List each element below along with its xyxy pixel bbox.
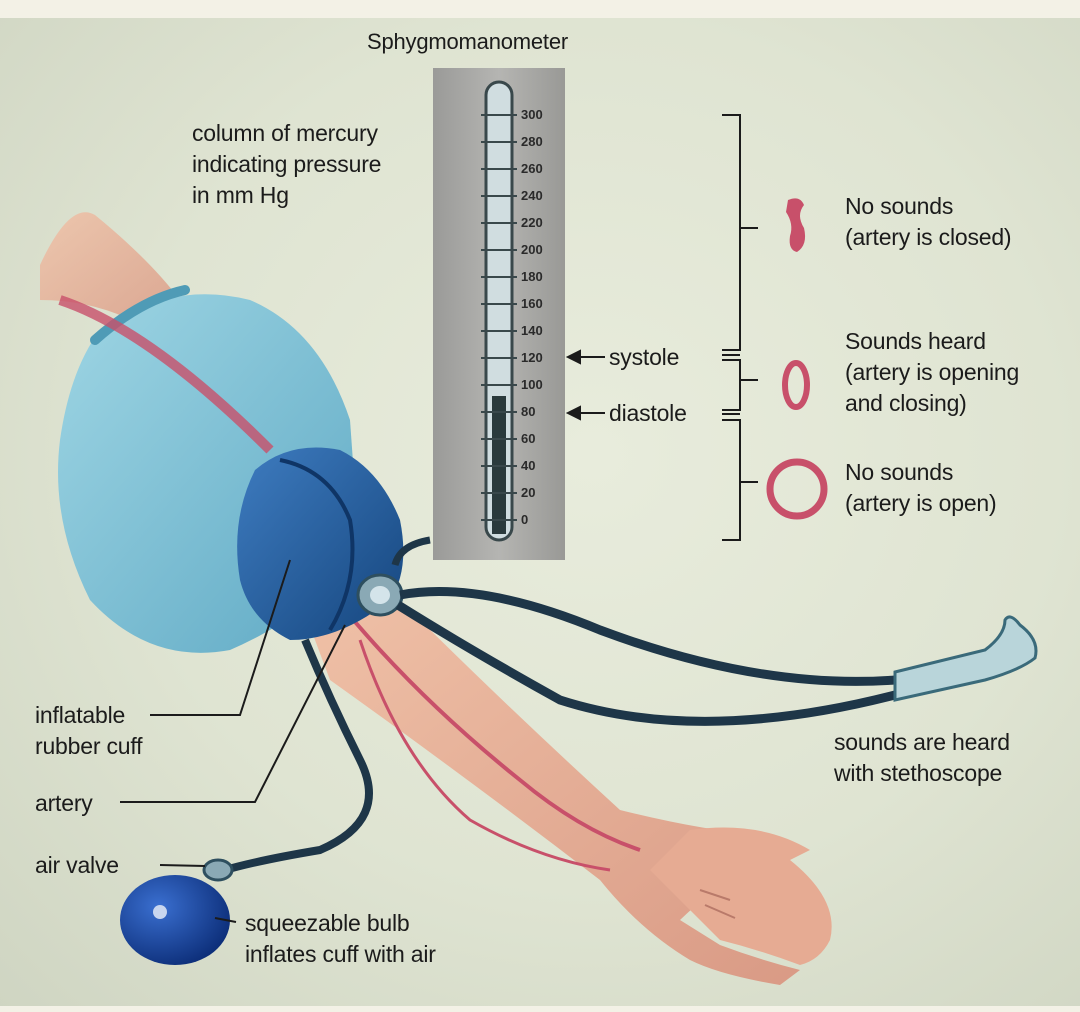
tick-label: 120 xyxy=(521,350,543,365)
tick-label: 200 xyxy=(521,242,543,257)
tick-label: 140 xyxy=(521,323,543,338)
tick-label: 60 xyxy=(521,431,536,446)
artery-forearm xyxy=(343,608,641,852)
cuff-label: inflatable rubber cuff xyxy=(35,702,143,759)
leader-lines xyxy=(120,559,346,923)
stethoscope-tube-2 xyxy=(395,601,897,726)
tick-label: 160 xyxy=(521,296,543,311)
range-bracket xyxy=(722,114,758,541)
bulb-tube xyxy=(223,638,373,874)
artery-opening-icon xyxy=(782,360,810,410)
artery-upper xyxy=(58,295,274,454)
bottom-border xyxy=(0,1006,1080,1012)
diastole-arrow xyxy=(565,405,605,421)
state-opening-label: Sounds heard (artery is opening and clos… xyxy=(845,328,1020,416)
artery-label: artery xyxy=(35,790,93,816)
tube-ticks xyxy=(481,114,517,521)
tick-label: 0 xyxy=(521,512,529,527)
systole-arrow xyxy=(565,349,605,365)
state-open-label: No sounds (artery is open) xyxy=(845,459,997,516)
tick-label: 180 xyxy=(521,269,543,284)
tick-label: 300 xyxy=(521,107,543,122)
tick-label: 280 xyxy=(521,134,543,149)
tick-label: 220 xyxy=(521,215,543,230)
systole-label: systole xyxy=(609,344,680,370)
tick-label: 260 xyxy=(521,161,543,176)
diastole-label: diastole xyxy=(609,400,687,426)
tick-label: 240 xyxy=(521,188,543,203)
bulb-label: squeezable bulb inflates cuff with air xyxy=(245,910,436,967)
diagram-title: Sphygmomanometer xyxy=(367,29,569,54)
hand xyxy=(650,827,832,965)
stethoscope-tube-1 xyxy=(399,587,896,686)
tick-label: 100 xyxy=(521,377,543,392)
air-valve-label: air valve xyxy=(35,852,119,878)
mercury-label: column of mercury indicating pressure in… xyxy=(192,120,382,208)
artery-closed-icon xyxy=(786,198,806,252)
tick-label: 20 xyxy=(521,485,536,500)
air-valve xyxy=(202,858,234,882)
stethoscope-label: sounds are heard with stethoscope xyxy=(834,729,1010,786)
top-border xyxy=(0,0,1080,18)
manometer-tube xyxy=(391,536,431,567)
squeeze-bulb xyxy=(120,875,230,965)
state-closed-label: No sounds (artery is closed) xyxy=(845,193,1012,250)
stethoscope-earpiece xyxy=(893,615,1038,702)
artery-open-icon xyxy=(766,458,828,520)
tick-label: 40 xyxy=(521,458,536,473)
tick-label: 80 xyxy=(521,404,536,419)
